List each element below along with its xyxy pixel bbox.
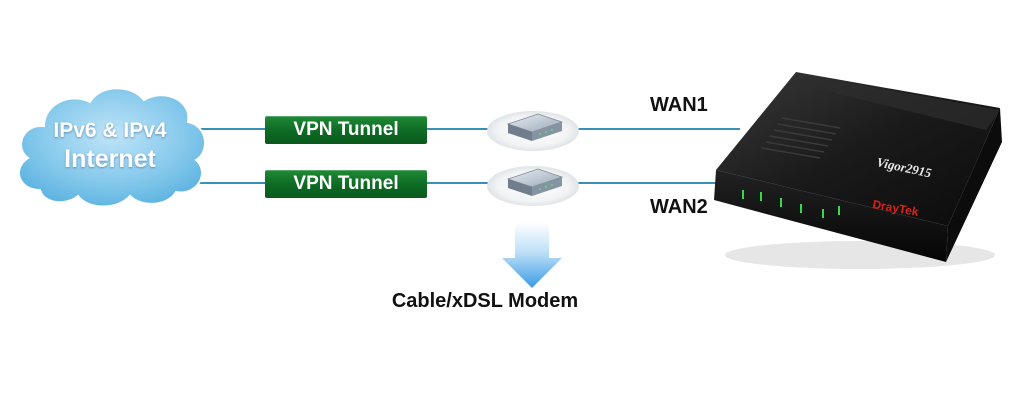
down-arrow-icon — [502, 222, 562, 288]
vpn-tunnel-2-label: VPN Tunnel — [265, 170, 427, 198]
router-leds — [742, 190, 840, 218]
vpn-tunnel-1-label: VPN Tunnel — [265, 116, 427, 144]
wan2-label: WAN2 — [650, 196, 708, 218]
router-vents — [761, 117, 841, 159]
connection-lines — [180, 128, 740, 184]
modem-2-icon — [487, 166, 579, 206]
internet-cloud-icon — [17, 87, 206, 208]
cloud-line-1: IPv6 & IPv4 — [53, 119, 167, 142]
router-icon: Vigor2915 DrayTek — [714, 72, 1002, 269]
modem-caption: Cable/xDSL Modem — [391, 290, 579, 312]
modem-1-icon — [487, 111, 579, 151]
cloud-line-2: Internet — [64, 145, 156, 173]
internet-cloud-label: IPv6 & IPv4 Internet — [20, 118, 200, 174]
wan1-label: WAN1 — [650, 94, 708, 116]
